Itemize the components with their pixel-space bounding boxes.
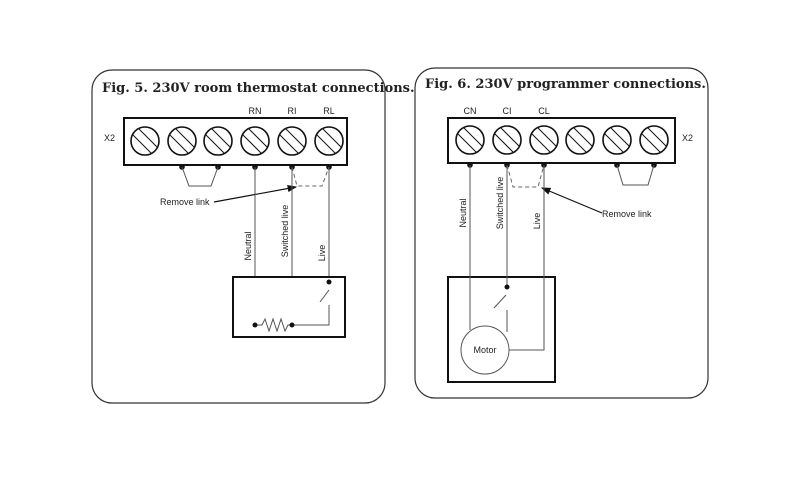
screw-slot: [169, 134, 189, 154]
screw-slot: [500, 127, 520, 147]
screw-slot: [322, 128, 342, 148]
screw-slot: [248, 128, 268, 148]
screw-slot: [132, 134, 152, 154]
fig5-thermostat-box: [232, 276, 346, 338]
screw-slot: [463, 127, 483, 147]
fig5-neutral-node: [252, 322, 258, 328]
fig5-switch-contact: [319, 289, 330, 303]
fig6-screws: [455, 125, 669, 168]
fig5-panel: Fig. 5. 230V room thermostat connections…: [91, 69, 415, 404]
screw-slot: [610, 127, 630, 147]
fig6-fixed-link: [616, 164, 655, 186]
screw-slot: [138, 128, 158, 148]
fig5-switched-node: [289, 322, 295, 328]
fig5-title: Fig. 5. 230V room thermostat connections…: [102, 81, 415, 96]
screw-slot: [457, 133, 477, 153]
fig6-motor-label: Motor: [473, 345, 496, 355]
screw-terminal-icon: [639, 125, 669, 155]
fig6-title: Fig. 6. 230V programmer connections.: [425, 77, 706, 92]
screw-terminal-icon: [455, 125, 485, 155]
screw-terminal-icon: [602, 125, 632, 155]
screw-slot: [573, 127, 593, 147]
fig6-switched-live-label: Switched live: [495, 177, 505, 230]
fig5-screws: [130, 126, 344, 170]
screw-terminal-icon: [314, 126, 344, 156]
fig6-terminal-block: [447, 117, 676, 164]
fig5-fixed-link: [181, 166, 219, 187]
fig5-neutral-label: Neutral: [243, 231, 253, 260]
fig6-remove-link-label: Remove link: [602, 209, 652, 219]
screw-slot: [494, 133, 514, 153]
screw-slot: [316, 134, 336, 154]
fig6-live-label: Live: [532, 213, 542, 230]
screw-slot: [175, 128, 195, 148]
fig6-live-wire: [508, 165, 545, 351]
fig6-neutral-label: Neutral: [458, 198, 468, 227]
screw-slot: [285, 128, 305, 148]
screw-terminal-icon: [565, 125, 595, 155]
screw-slot: [537, 127, 557, 147]
fig6-remove-link-arrow: [540, 187, 603, 214]
fig6-terminal-cl: CL: [538, 106, 550, 116]
fig6-terminal-cn: CN: [464, 106, 477, 116]
screw-slot: [531, 133, 551, 153]
screw-slot: [641, 133, 661, 153]
screw-slot: [211, 128, 231, 148]
fig5-removable-link: [291, 166, 330, 187]
fig6-switched-node: [504, 284, 510, 290]
screw-slot: [567, 133, 587, 153]
fig6-frame: [414, 67, 709, 399]
screw-terminal-icon: [277, 126, 307, 156]
fig6-block-label: X2: [682, 133, 693, 143]
fig5-terminal-ri: RI: [288, 106, 297, 116]
screw-terminal-icon: [130, 126, 160, 156]
fig5-frame: [91, 69, 386, 404]
fig5-terminal-block: [123, 117, 348, 166]
fig5-switch-return: [292, 305, 330, 326]
fig5-terminal-rn: RN: [249, 106, 262, 116]
fig5-terminal-rl: RL: [323, 106, 335, 116]
fig5-switched-live-label: Switched live: [280, 205, 290, 258]
screw-slot: [279, 134, 299, 154]
screw-slot: [242, 134, 262, 154]
fig5-live-label: Live: [317, 245, 327, 262]
fig5-block-label: X2: [104, 133, 115, 143]
fig5-remove-link-label: Remove link: [160, 197, 210, 207]
fig6-terminal-ci: CI: [503, 106, 512, 116]
fig6-panel: Fig. 6. 230V programmer connections. X2 …: [414, 67, 709, 399]
screw-terminal-icon: [240, 126, 270, 156]
screw-slot: [604, 133, 624, 153]
fig6-motor-icon: [460, 325, 510, 375]
screw-terminal-icon: [492, 125, 522, 155]
screw-slot: [205, 134, 225, 154]
screw-terminal-icon: [529, 125, 559, 155]
fig6-removable-link: [506, 164, 545, 188]
fig5-resistor-icon: [255, 317, 292, 333]
fig5-live-node: [326, 279, 332, 285]
screw-slot: [647, 127, 667, 147]
screw-terminal-icon: [203, 126, 233, 156]
fig6-switch-contact: [493, 294, 507, 309]
screw-terminal-icon: [167, 126, 197, 156]
